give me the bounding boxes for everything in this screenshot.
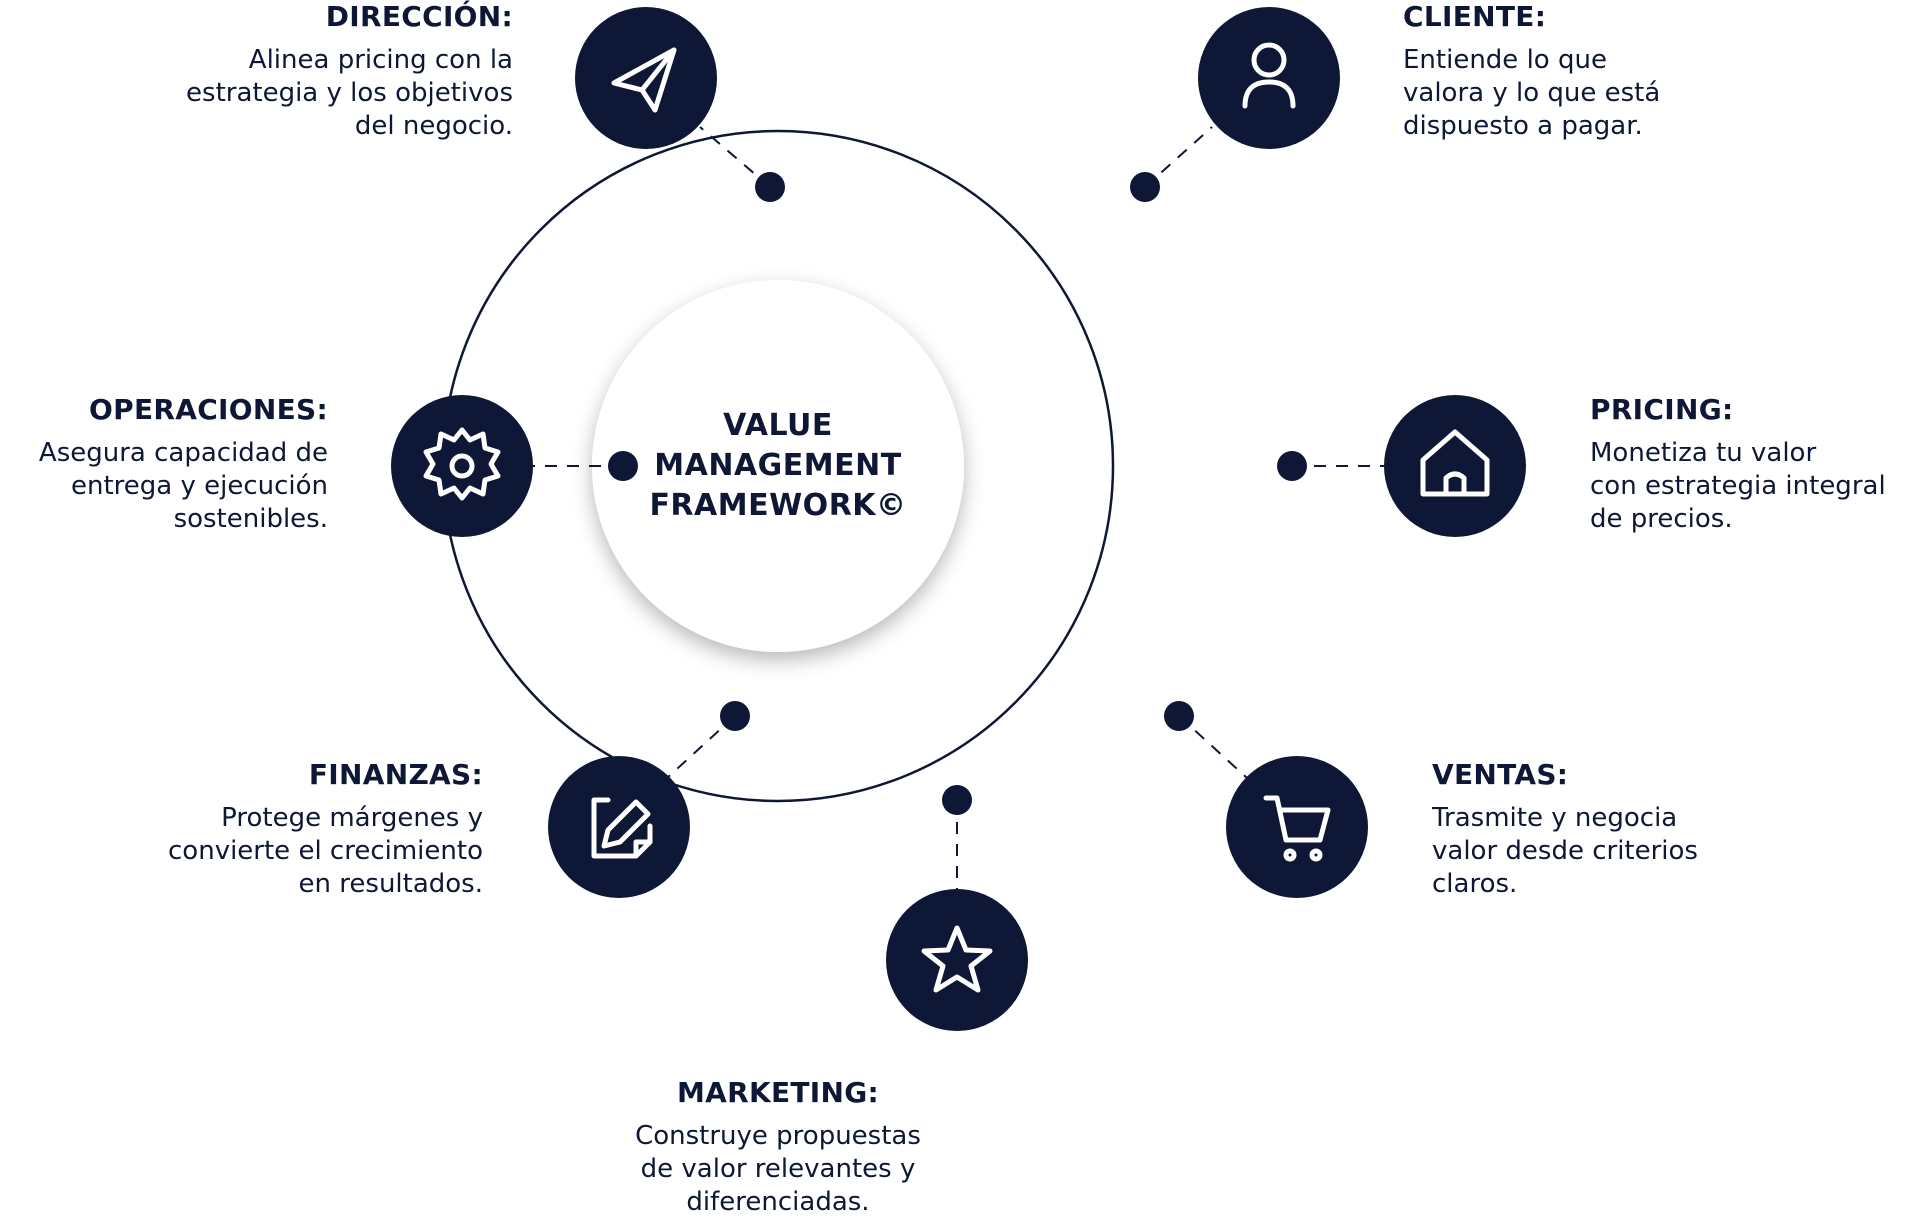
connector-cliente: [1144, 126, 1213, 188]
description-line: Asegura capacidad de: [38, 438, 328, 468]
description-line: claros.: [1432, 869, 1518, 899]
description-line: Entiende lo que: [1403, 45, 1607, 75]
user-icon: [1242, 42, 1296, 109]
description-line: entrega y ejecución: [70, 471, 328, 501]
gear-icon: [423, 427, 501, 501]
node-circle-marketing: [886, 889, 1028, 1031]
node-heading: PRICING:: [1590, 393, 1734, 426]
node-heading: CLIENTE:: [1403, 0, 1547, 33]
label-marketing: MARKETING: Construye propuestas de valor…: [568, 1076, 988, 1219]
dot-ventas: [1164, 701, 1194, 731]
framework-title-line: FRAMEWORK©: [649, 488, 907, 523]
paper-plane-icon: [611, 47, 677, 113]
node-operaciones: [391, 395, 533, 537]
label-cliente: CLIENTE: Entiende lo que valora y lo que…: [1403, 0, 1660, 143]
node-heading: OPERACIONES:: [89, 393, 328, 426]
description-line: de precios.: [1590, 504, 1733, 534]
description-line: valor desde criterios: [1432, 836, 1698, 866]
label-ventas: VENTAS: Trasmite y negocia valor desde c…: [1432, 758, 1698, 901]
framework-title: VALUE MANAGEMENT FRAMEWORK©: [598, 406, 958, 526]
label-direccion: DIRECCIÓN: Alinea pricing con la estrate…: [186, 0, 513, 143]
description-line: estrategia y los objetivos: [186, 78, 513, 108]
description-line: diferenciadas.: [686, 1187, 870, 1217]
label-finanzas: FINANZAS: Protege márgenes y convierte e…: [168, 758, 483, 901]
node-circle-direccion: [575, 7, 717, 149]
description-line: del negocio.: [354, 111, 513, 141]
node-circle-finanzas: [548, 756, 690, 898]
connectors: [532, 126, 1384, 890]
node-heading: MARKETING:: [676, 1076, 880, 1109]
description-line: convierte el crecimiento: [168, 836, 483, 866]
description-line: de valor relevantes y: [640, 1154, 916, 1184]
framework-title-line: MANAGEMENT: [654, 448, 902, 483]
description-line: Alinea pricing con la: [248, 45, 513, 75]
node-description: Asegura capacidad de entrega y ejecución…: [39, 437, 328, 536]
node-description: Monetiza tu valor con estrategia integra…: [1590, 437, 1886, 536]
node-heading: DIRECCIÓN:: [325, 0, 513, 33]
dot-pricing: [1277, 451, 1307, 481]
node-description: Protege márgenes y convierte el crecimie…: [168, 802, 483, 901]
center-circle: [592, 280, 964, 652]
edit-icon: [591, 797, 653, 859]
node-circle-operaciones: [391, 395, 533, 537]
connector-ventas: [1178, 715, 1248, 779]
dot-marketing: [942, 785, 972, 815]
label-pricing: PRICING: Monetiza tu valor con estrategi…: [1590, 393, 1886, 536]
description-line: Trasmite y negocia: [1432, 803, 1678, 833]
node-finanzas: [548, 756, 690, 898]
node-circle-ventas: [1226, 756, 1368, 898]
description-line: en resultados.: [298, 869, 483, 899]
node-description: Entiende lo que valora y lo que está dis…: [1403, 44, 1660, 143]
connector-direccion: [699, 126, 771, 188]
node-circle-cliente: [1198, 7, 1340, 149]
home-icon: [1420, 429, 1490, 497]
node-description: Construye propuestas de valor relevantes…: [568, 1120, 988, 1219]
description-line: Monetiza tu valor: [1590, 438, 1817, 468]
description-line: sostenibles.: [173, 504, 328, 534]
dot-finanzas: [720, 701, 750, 731]
dot-direccion: [755, 172, 785, 202]
dot-operaciones: [608, 451, 638, 481]
description-line: Construye propuestas: [635, 1121, 921, 1151]
star-icon: [921, 925, 993, 993]
description-line: valora y lo que está: [1403, 78, 1661, 108]
node-description: Trasmite y negocia valor desde criterios…: [1432, 802, 1698, 901]
node-heading: VENTAS:: [1432, 758, 1569, 791]
connector-finanzas: [666, 715, 736, 779]
ring-dots: [608, 172, 1307, 815]
node-description: Alinea pricing con la estrategia y los o…: [186, 44, 513, 143]
cart-icon: [1263, 795, 1331, 862]
node-marketing: [886, 889, 1028, 1031]
description-line: dispuesto a pagar.: [1403, 111, 1643, 141]
node-circle-pricing: [1384, 395, 1526, 537]
description-line: Protege márgenes y: [221, 803, 483, 833]
node-heading: FINANZAS:: [308, 758, 483, 791]
node-ventas: [1226, 756, 1368, 898]
dot-cliente: [1130, 172, 1160, 202]
description-line: con estrategia integral: [1590, 471, 1886, 501]
node-direccion: [575, 7, 717, 149]
node-cliente: [1198, 7, 1340, 149]
node-pricing: [1384, 395, 1526, 537]
framework-title-line: VALUE: [723, 408, 833, 443]
label-operaciones: OPERACIONES: Asegura capacidad de entreg…: [39, 393, 328, 536]
